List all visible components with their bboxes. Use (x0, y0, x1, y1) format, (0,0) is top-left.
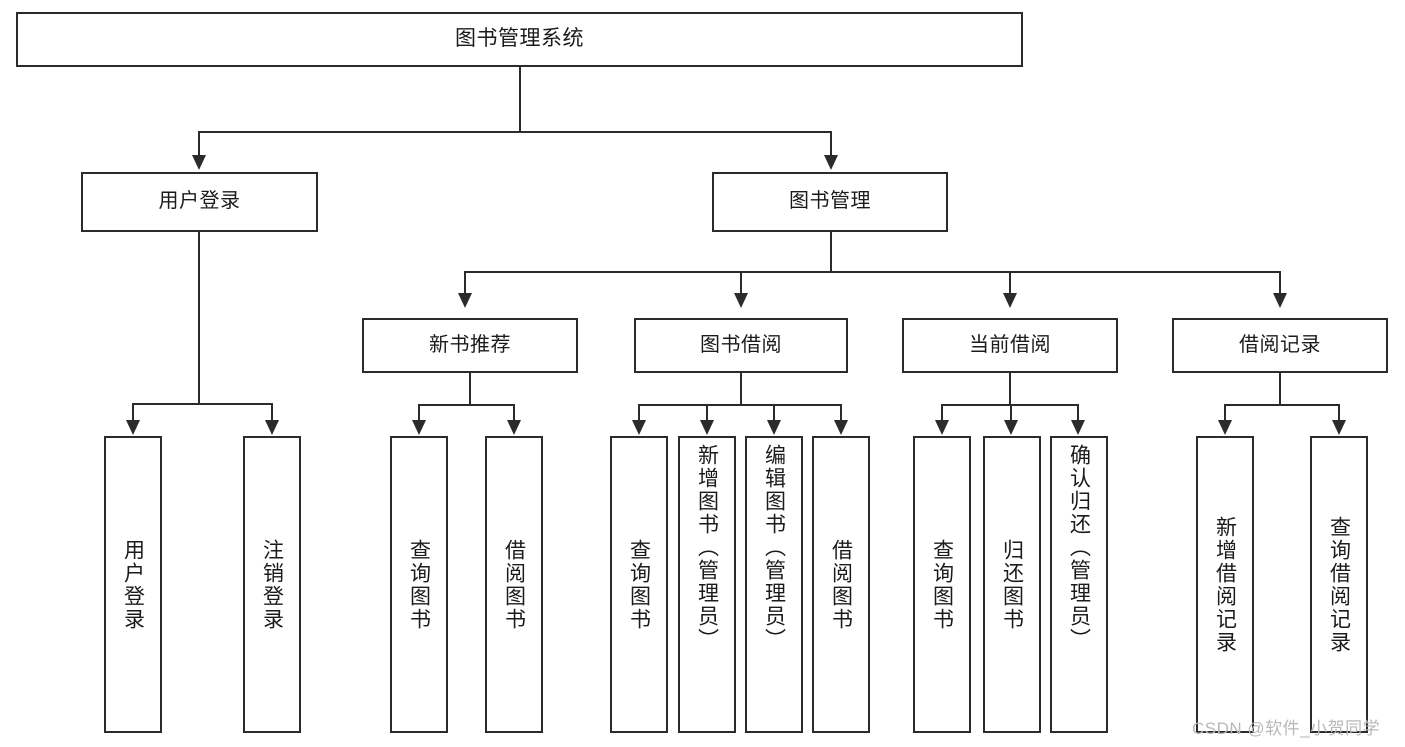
connector-bm-branch-1 (464, 271, 466, 295)
node-label: 注销登录 (260, 538, 284, 631)
connector-cb-stem (1009, 373, 1011, 405)
connector-root-bus (198, 131, 832, 133)
connector-bb-branch-4 (840, 404, 842, 422)
node-label: 新书推荐 (429, 333, 511, 356)
node-book-management[interactable]: 图书管理 (712, 172, 948, 232)
connector-bm-branch-4 (1279, 271, 1281, 295)
arrowhead-bb-leaf-1 (632, 420, 646, 435)
connector-nbr-branch-2 (513, 404, 515, 422)
arrowhead-user-login-leaf-1 (126, 420, 140, 435)
arrowhead-bb-leaf-4 (834, 420, 848, 435)
connector-br-branch-1 (1224, 404, 1226, 422)
node-label: 编辑图书（管理员） (762, 444, 786, 651)
leaf-nbr-borrow-book[interactable]: 借阅图书 (485, 436, 543, 733)
connector-bm-branch-3 (1009, 271, 1011, 295)
connector-root-to-user-login (198, 131, 200, 157)
node-label: 当前借阅 (969, 333, 1051, 356)
arrowhead-user-login-leaf-2 (265, 420, 279, 435)
arrowhead-cb-leaf-2 (1004, 420, 1018, 435)
node-label: 借阅记录 (1239, 333, 1321, 356)
connector-cb-branch-3 (1077, 404, 1079, 422)
node-label: 确认归还（管理员） (1067, 444, 1091, 651)
connector-user-login-bus (132, 403, 271, 405)
node-user-login[interactable]: 用户登录 (81, 172, 318, 232)
connector-cb-branch-2 (1010, 404, 1012, 422)
connector-cb-branch-1 (941, 404, 943, 422)
node-label: 图书管理 (789, 190, 871, 213)
connector-user-login-branch-1 (132, 403, 134, 422)
node-label: 图书管理系统 (455, 27, 584, 51)
connector-bb-stem (740, 373, 742, 405)
arrowhead-root-to-book-management (824, 155, 838, 170)
connector-user-login-branch-2 (271, 403, 273, 422)
node-label: 用户登录 (158, 190, 241, 213)
leaf-bb-query-book[interactable]: 查询图书 (610, 436, 668, 733)
node-label: 新增图书（管理员） (695, 444, 719, 651)
node-label: 图书借阅 (700, 333, 782, 356)
connector-bb-bus (638, 404, 842, 406)
leaf-user-login-logout[interactable]: 注销登录 (243, 436, 301, 733)
arrowhead-br-leaf-1 (1218, 420, 1232, 435)
leaf-nbr-query-book[interactable]: 查询图书 (390, 436, 448, 733)
connector-bb-branch-1 (638, 404, 640, 422)
arrowhead-bb-leaf-3 (767, 420, 781, 435)
leaf-cb-return-book[interactable]: 归还图书 (983, 436, 1041, 733)
arrowhead-bm-to-current-borrow (1003, 293, 1017, 308)
leaf-cb-query-book[interactable]: 查询图书 (913, 436, 971, 733)
arrowhead-bm-to-new-book-recommend (458, 293, 472, 308)
arrowhead-br-leaf-2 (1332, 420, 1346, 435)
node-label: 归还图书 (1000, 538, 1024, 631)
node-new-book-recommend[interactable]: 新书推荐 (362, 318, 578, 373)
connector-root-to-book-management (830, 131, 832, 157)
leaf-bb-borrow-book[interactable]: 借阅图书 (812, 436, 870, 733)
leaf-bb-edit-book-admin[interactable]: 编辑图书（管理员） (745, 436, 803, 733)
node-borrow-record[interactable]: 借阅记录 (1172, 318, 1388, 373)
connector-nbr-stem (469, 373, 471, 405)
connector-bb-branch-3 (773, 404, 775, 422)
connector-nbr-branch-1 (418, 404, 420, 422)
arrowhead-nbr-leaf-2 (507, 420, 521, 435)
node-label: 新增借阅记录 (1213, 515, 1237, 654)
connector-br-stem (1279, 373, 1281, 405)
connector-root-stem (519, 67, 521, 132)
connector-nbr-bus (418, 404, 514, 406)
connector-book-management-bus (464, 271, 1280, 273)
leaf-user-login-login[interactable]: 用户登录 (104, 436, 162, 733)
csdn-watermark: CSDN @软件_小贺同学 (1192, 719, 1381, 738)
node-book-borrow[interactable]: 图书借阅 (634, 318, 848, 373)
arrowhead-nbr-leaf-1 (412, 420, 426, 435)
node-label: 查询图书 (627, 538, 651, 631)
leaf-cb-confirm-return-admin[interactable]: 确认归还（管理员） (1050, 436, 1108, 733)
connector-bb-branch-2 (706, 404, 708, 422)
node-root-book-management-system[interactable]: 图书管理系统 (16, 12, 1023, 67)
node-label: 查询图书 (930, 538, 954, 631)
leaf-br-query-record[interactable]: 查询借阅记录 (1310, 436, 1368, 733)
node-label: 借阅图书 (829, 538, 853, 631)
node-label: 查询借阅记录 (1327, 515, 1351, 654)
connector-br-branch-2 (1338, 404, 1340, 422)
arrowhead-cb-leaf-3 (1071, 420, 1085, 435)
connector-book-management-stem (830, 232, 832, 272)
connector-br-bus (1224, 404, 1340, 406)
arrowhead-bb-leaf-2 (700, 420, 714, 435)
node-label: 借阅图书 (502, 538, 526, 631)
arrowhead-bm-to-book-borrow (734, 293, 748, 308)
arrowhead-cb-leaf-1 (935, 420, 949, 435)
connector-bm-branch-2 (740, 271, 742, 295)
leaf-br-add-record[interactable]: 新增借阅记录 (1196, 436, 1254, 733)
connector-user-login-stem (198, 232, 200, 404)
node-current-borrow[interactable]: 当前借阅 (902, 318, 1118, 373)
arrowhead-bm-to-borrow-record (1273, 293, 1287, 308)
arrowhead-root-to-user-login (192, 155, 206, 170)
node-label: 用户登录 (121, 538, 145, 631)
leaf-bb-add-book-admin[interactable]: 新增图书（管理员） (678, 436, 736, 733)
node-label: 查询图书 (407, 538, 431, 631)
connector-cb-bus (941, 404, 1078, 406)
